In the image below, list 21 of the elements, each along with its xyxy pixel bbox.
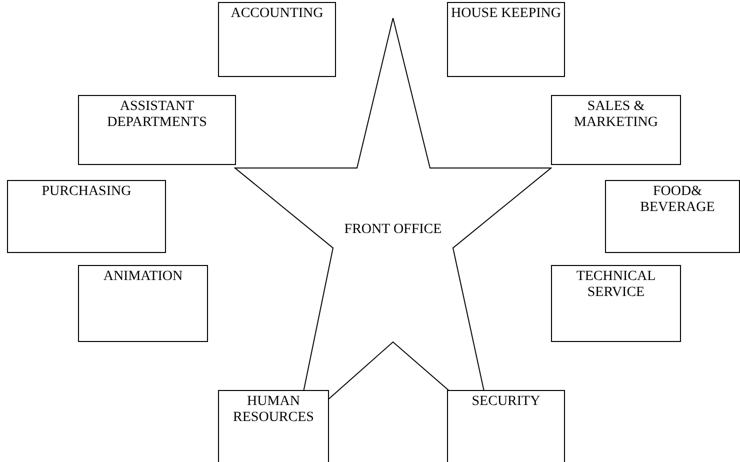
department-box (78, 265, 208, 342)
box-label: HUMAN RESOURCES (232, 394, 315, 426)
box-label: SALES & MARKETING (573, 99, 659, 131)
box-label: TECHNICAL SERVICE (575, 269, 657, 301)
department-box (551, 95, 681, 165)
department-box (447, 390, 565, 462)
department-box (78, 95, 236, 165)
box-label: PURCHASING (40, 184, 132, 200)
department-box (218, 390, 329, 462)
department-box (551, 265, 681, 342)
star-label: FRONT OFFICE (343, 222, 443, 238)
department-box (447, 2, 565, 77)
department-box (218, 2, 336, 77)
box-label: FOOD& BEVERAGE (639, 184, 716, 216)
department-box (7, 180, 166, 253)
department-box (605, 180, 740, 253)
box-label: SECURITY (470, 394, 542, 410)
box-label: ASSISTANT DEPARTMENTS (106, 99, 208, 131)
box-label: ACCOUNTING (230, 6, 324, 22)
box-label: ANIMATION (102, 269, 184, 285)
box-label: HOUSE KEEPING (450, 6, 562, 22)
